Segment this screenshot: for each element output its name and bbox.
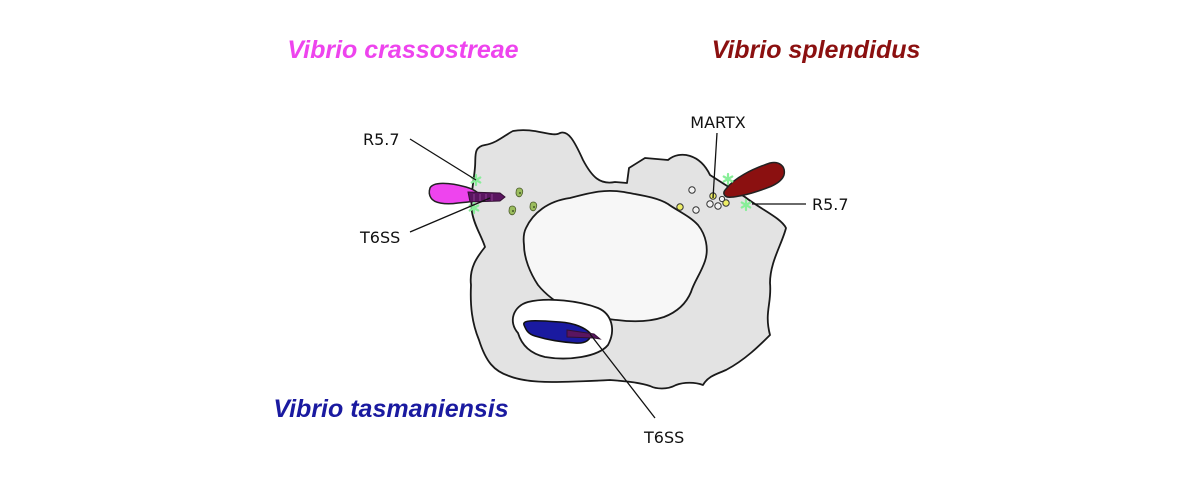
martx-particles (676, 186, 730, 214)
circle-icon (692, 206, 700, 214)
asterisk-icon (722, 172, 734, 186)
label-martx: MARTX (690, 113, 745, 132)
title-vibrio-splendidus: Vibrio splendidus (712, 36, 921, 64)
title-vibrio-tasmaniensis: Vibrio tasmaniensis (273, 395, 508, 423)
t6ss-apparatus-crassostreae (467, 191, 506, 203)
circle-icon (706, 200, 714, 208)
nucleus (522, 189, 708, 323)
label-r57-left: R5.7 (363, 130, 400, 149)
leader-line-martx (712, 132, 718, 199)
vibrio-splendidus-bacterium (723, 161, 786, 198)
label-t6ss-bottom: T6SS (643, 428, 684, 447)
circle-icon (718, 195, 726, 203)
leader-line-r57-left (409, 138, 477, 181)
circle-icon (676, 203, 684, 211)
title-vibrio-crassostreae: Vibrio crassostreae (287, 36, 518, 64)
circle-icon (714, 202, 722, 210)
leader-line-t6ss-bottom (589, 333, 656, 419)
leader-line-t6ss-left (409, 197, 491, 233)
label-r57-right: R5.7 (812, 195, 849, 214)
circle-icon (722, 199, 730, 207)
circle-icon (688, 186, 696, 194)
asterisk-icon (740, 198, 752, 212)
label-t6ss-left: T6SS (359, 228, 400, 247)
